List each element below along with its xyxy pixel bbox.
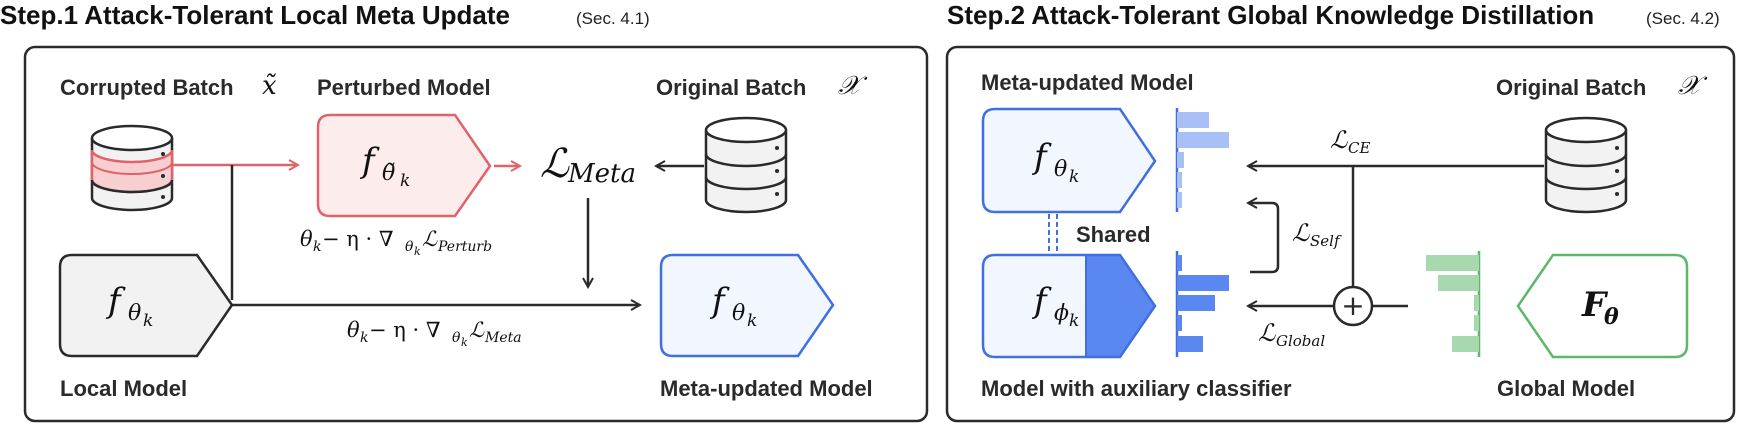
step2-panel [945,45,1736,423]
loss-self-sub: Self [1310,232,1342,250]
perturbed-model-sub: θ̃ [382,161,395,186]
local-model-subsub: k [143,311,153,331]
step1-meta-model-sub: θ [732,301,745,326]
corrupted-batch-database-icon [90,124,174,212]
global-model-logits [1426,251,1481,357]
step1-panel [23,45,929,423]
corrupted-batch-label: Corrupted Batch [60,75,234,100]
step2-title: Step.2 Attack-Tolerant Global Knowledge … [947,0,1594,30]
meta-grad-k: k [461,336,468,349]
step1-meta-updated-model-block: f θ k [659,253,835,358]
step2-meta-model-sub: θ [1054,157,1067,182]
loss-meta-script: ℒ [540,141,570,187]
step1-meta-model-subsub: k [747,311,757,331]
global-model-label: Global Model [1497,376,1635,401]
aux-model-sub: ϕ [1054,301,1069,326]
meta-update-formula: θ k − η · ∇ θ k ℒ Meta [347,318,522,349]
step2-meta-model-subsub: k [1069,167,1079,187]
sum-node: + [1332,285,1374,327]
meta-L: ℒ [469,318,485,342]
global-model-symbol: F [1581,285,1609,325]
perturb-grad-theta: θ [405,239,414,255]
step2-section-ref: (Sec. 4.2) [1646,9,1720,28]
loss-self-script: ℒ [1292,219,1310,247]
local-model-label: Local Model [60,376,187,401]
meta-minus-eta-nabla: − η · ∇ [369,318,441,342]
plus-icon: + [1341,289,1364,322]
loss-ce-sub: CE [1348,139,1370,157]
perturb-grad-k: k [414,245,421,258]
aux-model-subsub: k [1069,311,1079,331]
perturb-L-sub: Perturb [437,239,492,255]
loss-global: ℒ Global [1258,319,1325,350]
step1-section-ref: (Sec. 4.1) [576,9,650,28]
step2-meta-updated-model-label: Meta-updated Model [981,70,1194,95]
global-model-sub: θ [1604,304,1619,330]
step2-header: Step.2 Attack-Tolerant Global Knowledge … [947,0,1720,30]
meta-L-sub: Meta [484,330,522,346]
step1-meta-updated-model-label: Meta-updated Model [660,376,873,401]
perturb-L: ℒ [422,227,438,251]
corrupted-batch-symbol: 𝑥̃ [262,71,277,101]
local-model-sub: θ [128,301,141,326]
shared-label: Shared [1076,222,1151,247]
step1-title: Step.1 Attack-Tolerant Local Meta Update [0,0,510,30]
aux-model-label: Model with auxiliary classifier [981,376,1292,401]
step1-header: Step.1 Attack-Tolerant Local Meta Update… [0,0,650,30]
loss-ce-script: ℒ [1330,126,1348,154]
step2-original-batch-database-icon [1544,116,1628,214]
perturb-minus-eta-nabla: − η · ∇ [322,227,394,251]
perturbed-model-subsub: k [400,171,410,191]
perturb-theta: θ [300,227,313,251]
loss-meta-sub: Meta [567,159,636,189]
perturbed-model-label: Perturbed Model [317,75,491,100]
loss-global-sub: Global [1276,332,1325,350]
meta-theta-k: k [360,330,368,346]
aux-classifier-model-block: f ϕ k [981,253,1157,359]
shared-link [1048,214,1058,255]
perturbed-model-block: f θ̃ k [316,113,492,218]
aux-model-logits [1175,251,1229,357]
step2-original-batch-label: Original Batch [1496,75,1646,100]
loss-ce: ℒ CE [1330,126,1370,157]
loss-meta: ℒ Meta [540,141,636,189]
meta-model-logits [1175,108,1229,212]
step1-original-batch-database-icon [704,116,788,214]
self-loss-arrow [1248,203,1280,274]
loss-self: ℒ Self [1292,219,1342,250]
global-model-block: F θ [1516,253,1689,359]
meta-grad-theta: θ [452,330,461,346]
step2-meta-updated-model-block: f θ k [981,107,1157,214]
step1-original-batch-label: Original Batch [656,75,806,100]
perturb-update-formula: θ k − η · ∇ θ k ℒ Perturb [300,227,492,258]
local-model-block: f θ k [58,253,234,358]
perturb-theta-k: k [313,239,321,255]
meta-theta: θ [347,318,360,342]
loss-global-script: ℒ [1258,319,1276,347]
